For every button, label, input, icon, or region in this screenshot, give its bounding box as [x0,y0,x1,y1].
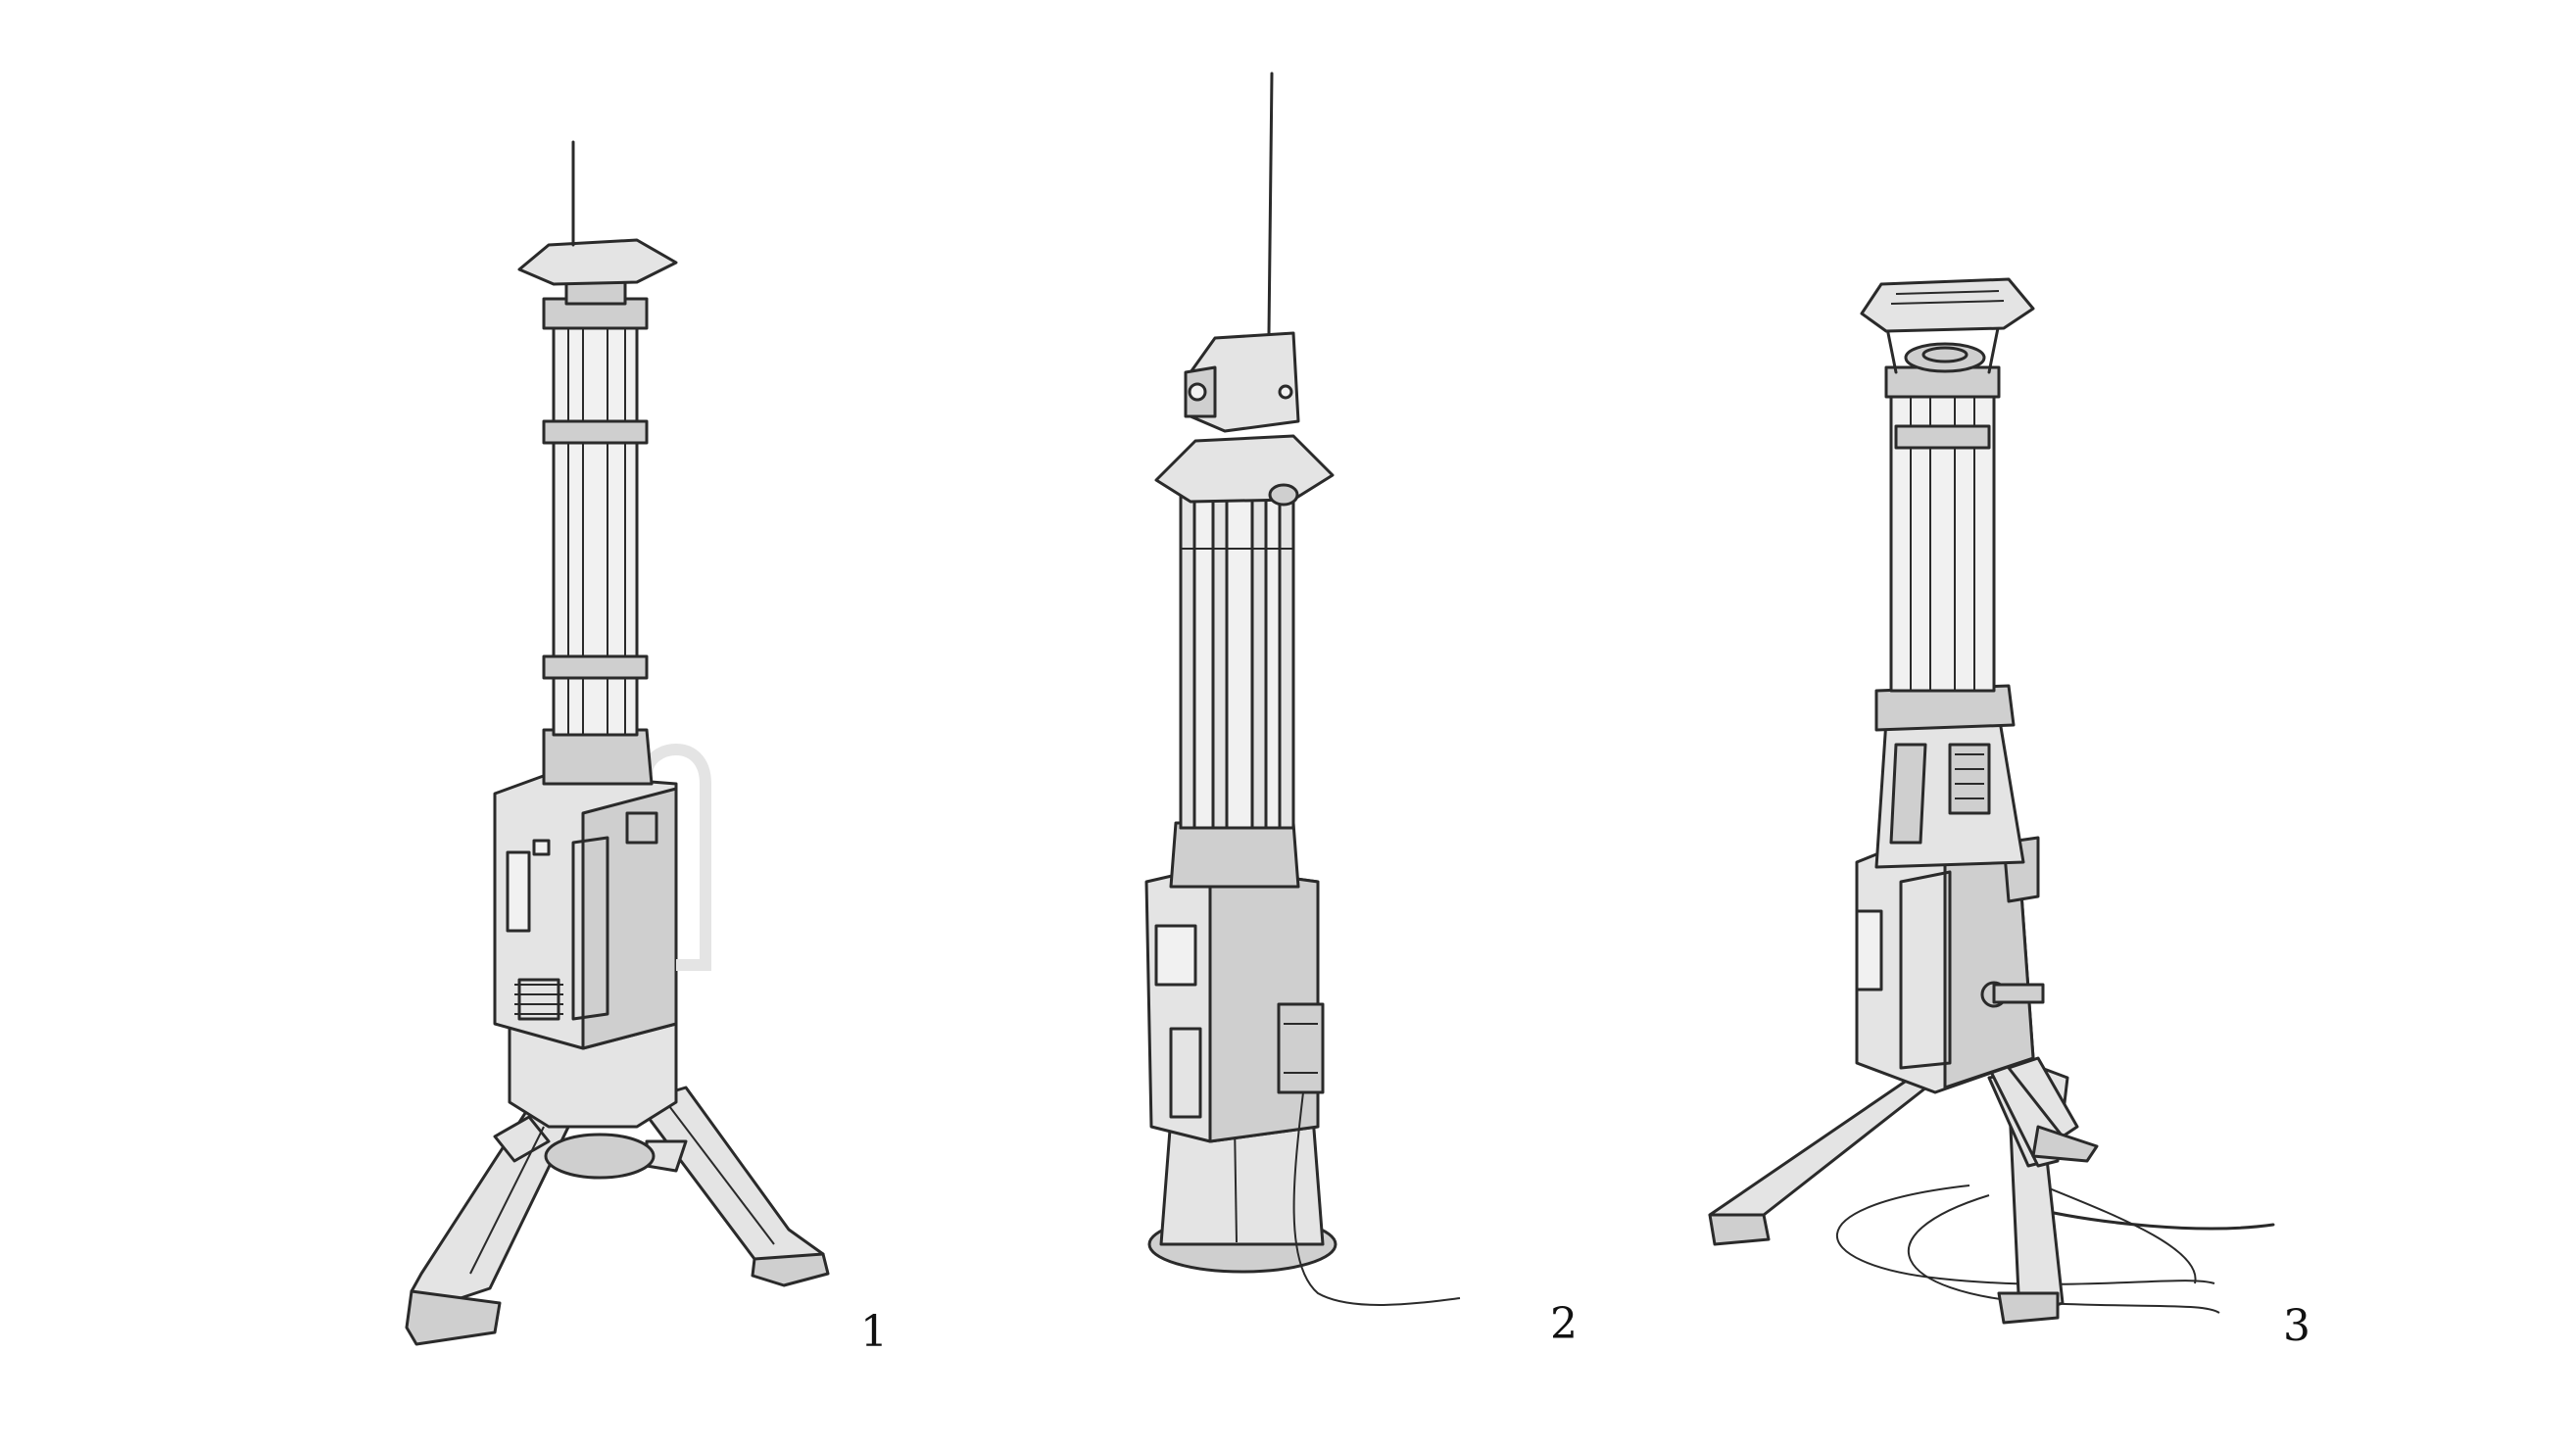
sketch-3-body [1855,836,2045,1094]
sketch-2-panel-screen [1154,924,1197,987]
sketch-2-collar [1169,821,1300,889]
sketch-3-tripod-legs [1708,1056,2099,1325]
sketch-3-column [1884,365,2001,693]
sketch-1-housing [493,772,678,1050]
sketch-3-mid-section [1874,684,2025,869]
sketch-2-base [1147,1115,1337,1274]
sketch-1-column [542,297,649,737]
sketch-1-warning-triangle-icon [532,839,551,856]
sketch-1-tripod-legs [405,1086,830,1346]
sketch-1-column-base [542,728,654,786]
sketch-1-drill-tripod [405,140,830,1346]
sketch-2-body [1144,865,1325,1143]
sketch-1-cap [517,140,678,306]
sketch-2-canister [1277,1002,1325,1094]
sketch-3-drill-tripod [1708,277,2275,1325]
sketch-2-sensor-head [1184,72,1300,433]
sketch-1-label: 1 [860,1307,888,1357]
sketch-2-cable [1292,1091,1461,1306]
sketch-3-cap [1860,277,2035,374]
sketch-2-top-disc [1154,434,1335,507]
sketch-2-column [1179,488,1295,830]
sketch-2-label: 2 [1550,1299,1578,1349]
sketch-3-label: 3 [2283,1301,2310,1351]
sketch-1-hub [544,1133,656,1180]
sketch-2-sensor-pillar [1144,72,1461,1306]
sketch-2-antenna [1267,72,1274,335]
